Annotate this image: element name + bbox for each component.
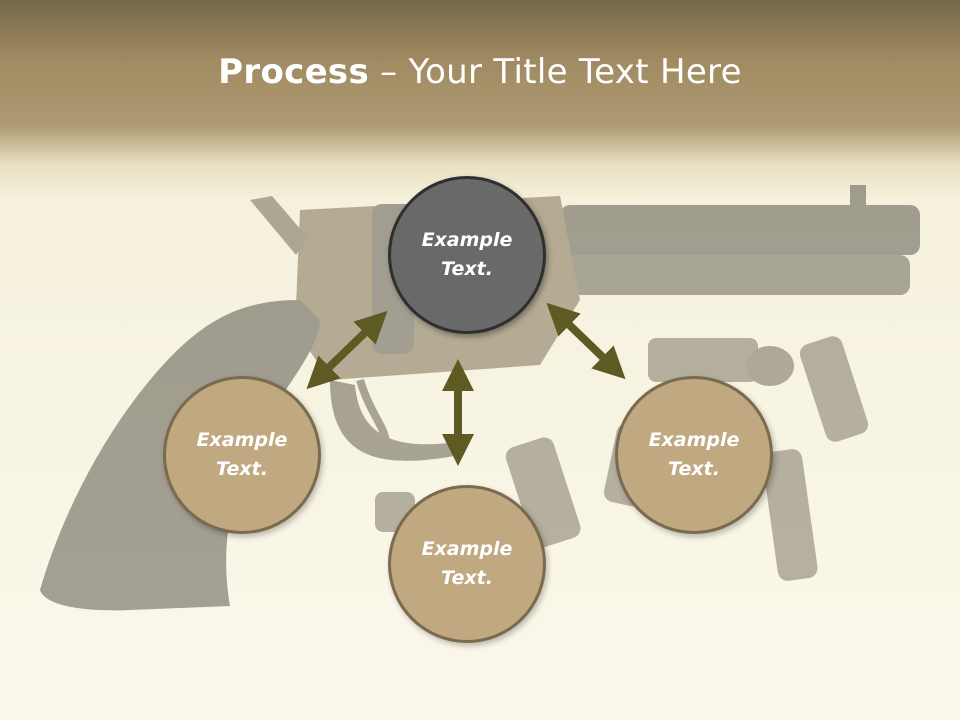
- title-rest: – Your Title Text Here: [369, 52, 742, 92]
- process-node-center[interactable]: Example Text.: [388, 176, 546, 334]
- node-text-line1: Example: [421, 538, 513, 560]
- node-text-line1: Example: [648, 429, 740, 451]
- title-bold: Process: [218, 52, 370, 92]
- process-node-left[interactable]: Example Text.: [163, 376, 321, 534]
- slide-title: Process – Your Title Text Here: [0, 52, 960, 92]
- process-node-bottom[interactable]: Example Text.: [388, 485, 546, 643]
- double-arrow-icon: [546, 302, 626, 380]
- node-text-line2: Text.: [441, 567, 493, 589]
- node-text-line2: Text.: [668, 458, 720, 480]
- process-node-right[interactable]: Example Text.: [615, 376, 773, 534]
- node-text-line1: Example: [196, 429, 288, 451]
- node-text-line1: Example: [421, 229, 513, 251]
- double-arrow-icon: [306, 310, 388, 390]
- node-text-line2: Text.: [441, 258, 493, 280]
- node-text-line2: Text.: [216, 458, 268, 480]
